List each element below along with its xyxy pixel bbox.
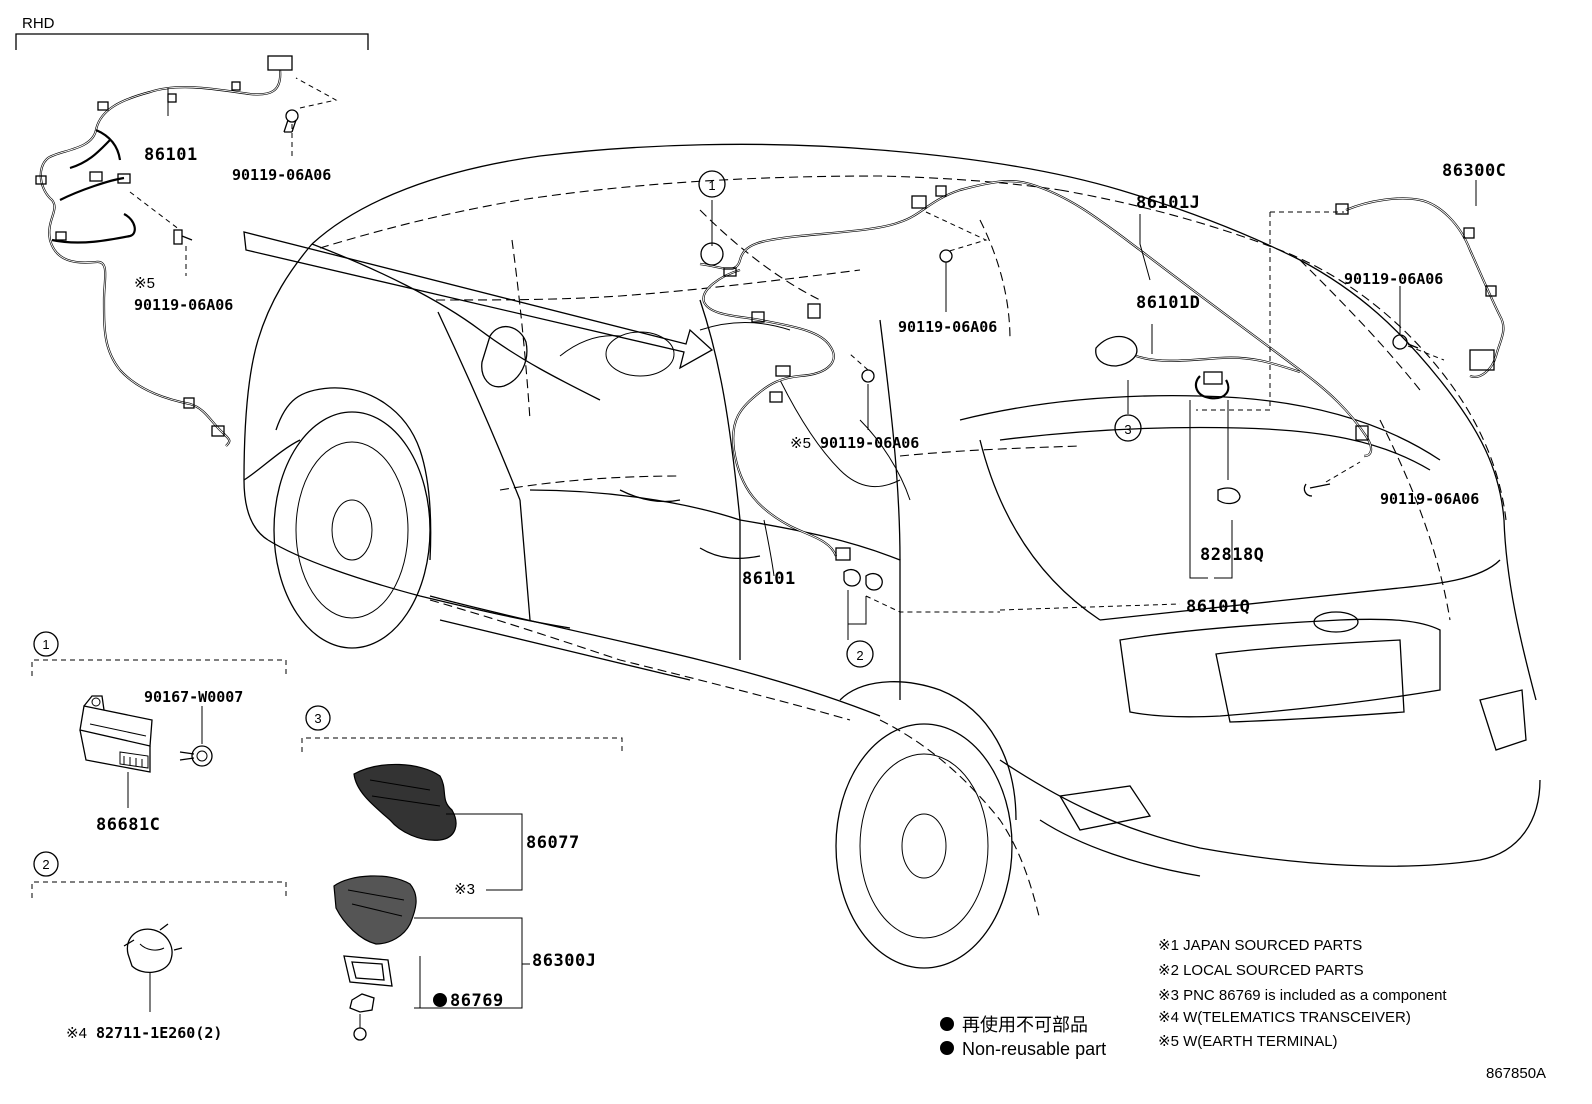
note-marker-3: ※3 (454, 881, 475, 898)
legend-dot-jp (940, 1017, 954, 1031)
screw-90167 (179, 706, 213, 767)
leader-lines (700, 200, 1445, 640)
part-86769: 86769 (450, 991, 504, 1011)
callout-3-label: 3 (1124, 422, 1131, 437)
antenna-fin-86077 (353, 763, 457, 841)
inset-1-callout: 1 (42, 637, 49, 652)
part-90119-right-lower: 90119-06A06 (1380, 490, 1479, 508)
callout-2-main: 2 (846, 640, 874, 668)
callout-1-main: 1 (698, 170, 726, 198)
antenna-base-86300J (333, 875, 417, 945)
legend-dot-en (940, 1041, 954, 1055)
gasket-86769 (343, 955, 393, 987)
part-86300C: 86300C (1442, 161, 1506, 181)
part-86101Q: 86101Q (1186, 597, 1250, 617)
inset-3: 3 86077 ※3 86300J 86769 (301, 705, 623, 1041)
callout-3-main: 3 (1114, 414, 1142, 442)
note-5: ※5 W(EARTH TERMINAL) (1158, 1033, 1338, 1050)
legend-non-reusable-jp: 再使用不可部品 (962, 1015, 1088, 1035)
note-3: ※3 PNC 86769 is included as a component (1158, 987, 1447, 1004)
callout-2-label: 2 (856, 648, 863, 663)
part-90119-right-upper: 90119-06A06 (1344, 270, 1443, 288)
bolt-90119-top (283, 77, 338, 160)
non-reusable-dot (433, 993, 447, 1007)
rhd-bracket (15, 33, 369, 50)
inset-2: 2 ※4 82711-1E260(2) (31, 851, 287, 1042)
part-90167-W0007: 90167-W0007 (144, 688, 243, 706)
harness-86300C (1335, 180, 1505, 378)
vehicle-harness-86101 (699, 180, 1373, 591)
part-86300J: 86300J (532, 951, 596, 971)
inset-2-callout: 2 (42, 857, 49, 872)
rhd-harness-86101 (35, 55, 293, 447)
clip-82711 (123, 923, 183, 1012)
part-90119-center: 90119-06A06 (820, 434, 919, 452)
legend: 再使用不可部品 Non-reusable part (940, 1015, 1106, 1059)
callout-1-label: 1 (708, 178, 715, 193)
part-90119-top: 90119-06A06 (232, 166, 331, 184)
part-86101J: 86101J (1136, 193, 1200, 213)
inset-1: 1 90167-W0007 86681C (31, 631, 287, 835)
inset-1-bracket (31, 659, 287, 676)
note-4: ※4 W(TELEMATICS TRANSCEIVER) (1158, 1009, 1411, 1026)
note-marker-5-left: ※5 (134, 275, 155, 292)
part-86101D: 86101D (1136, 293, 1200, 313)
notes-block: ※1 JAPAN SOURCED PARTS ※2 LOCAL SOURCED … (1158, 937, 1447, 1050)
module-86681C (79, 695, 153, 808)
note-2: ※2 LOCAL SOURCED PARTS (1158, 962, 1364, 979)
inset-3-callout: 3 (314, 711, 321, 726)
note-marker-5-center: ※5 (790, 435, 811, 452)
part-86077: 86077 (526, 833, 580, 853)
vehicle-body (243, 143, 1541, 969)
figure-reference: 867850A (1486, 1065, 1546, 1082)
inset-3-bracket (301, 737, 623, 752)
note-marker-4: ※4 (66, 1025, 87, 1042)
note-1: ※1 JAPAN SOURCED PARTS (1158, 937, 1362, 954)
rhd-label: RHD (22, 15, 55, 32)
part-86101-rhd: 86101 (144, 145, 198, 165)
part-90119-left: 90119-06A06 (134, 296, 233, 314)
bolt-90119-left (129, 191, 193, 276)
part-82711-1E260: 82711-1E260(2) (96, 1024, 222, 1042)
part-82818Q: 82818Q (1200, 545, 1264, 565)
part-86101-center: 86101 (742, 569, 796, 589)
rhd-section: RHD 86101 90119-06A06 (15, 15, 369, 447)
inset-2-bracket (31, 881, 287, 898)
part-90119-mid: 90119-06A06 (898, 318, 997, 336)
legend-non-reusable-en: Non-reusable part (962, 1039, 1106, 1059)
part-86681C: 86681C (96, 815, 160, 835)
nut-and-bolt (349, 993, 375, 1041)
